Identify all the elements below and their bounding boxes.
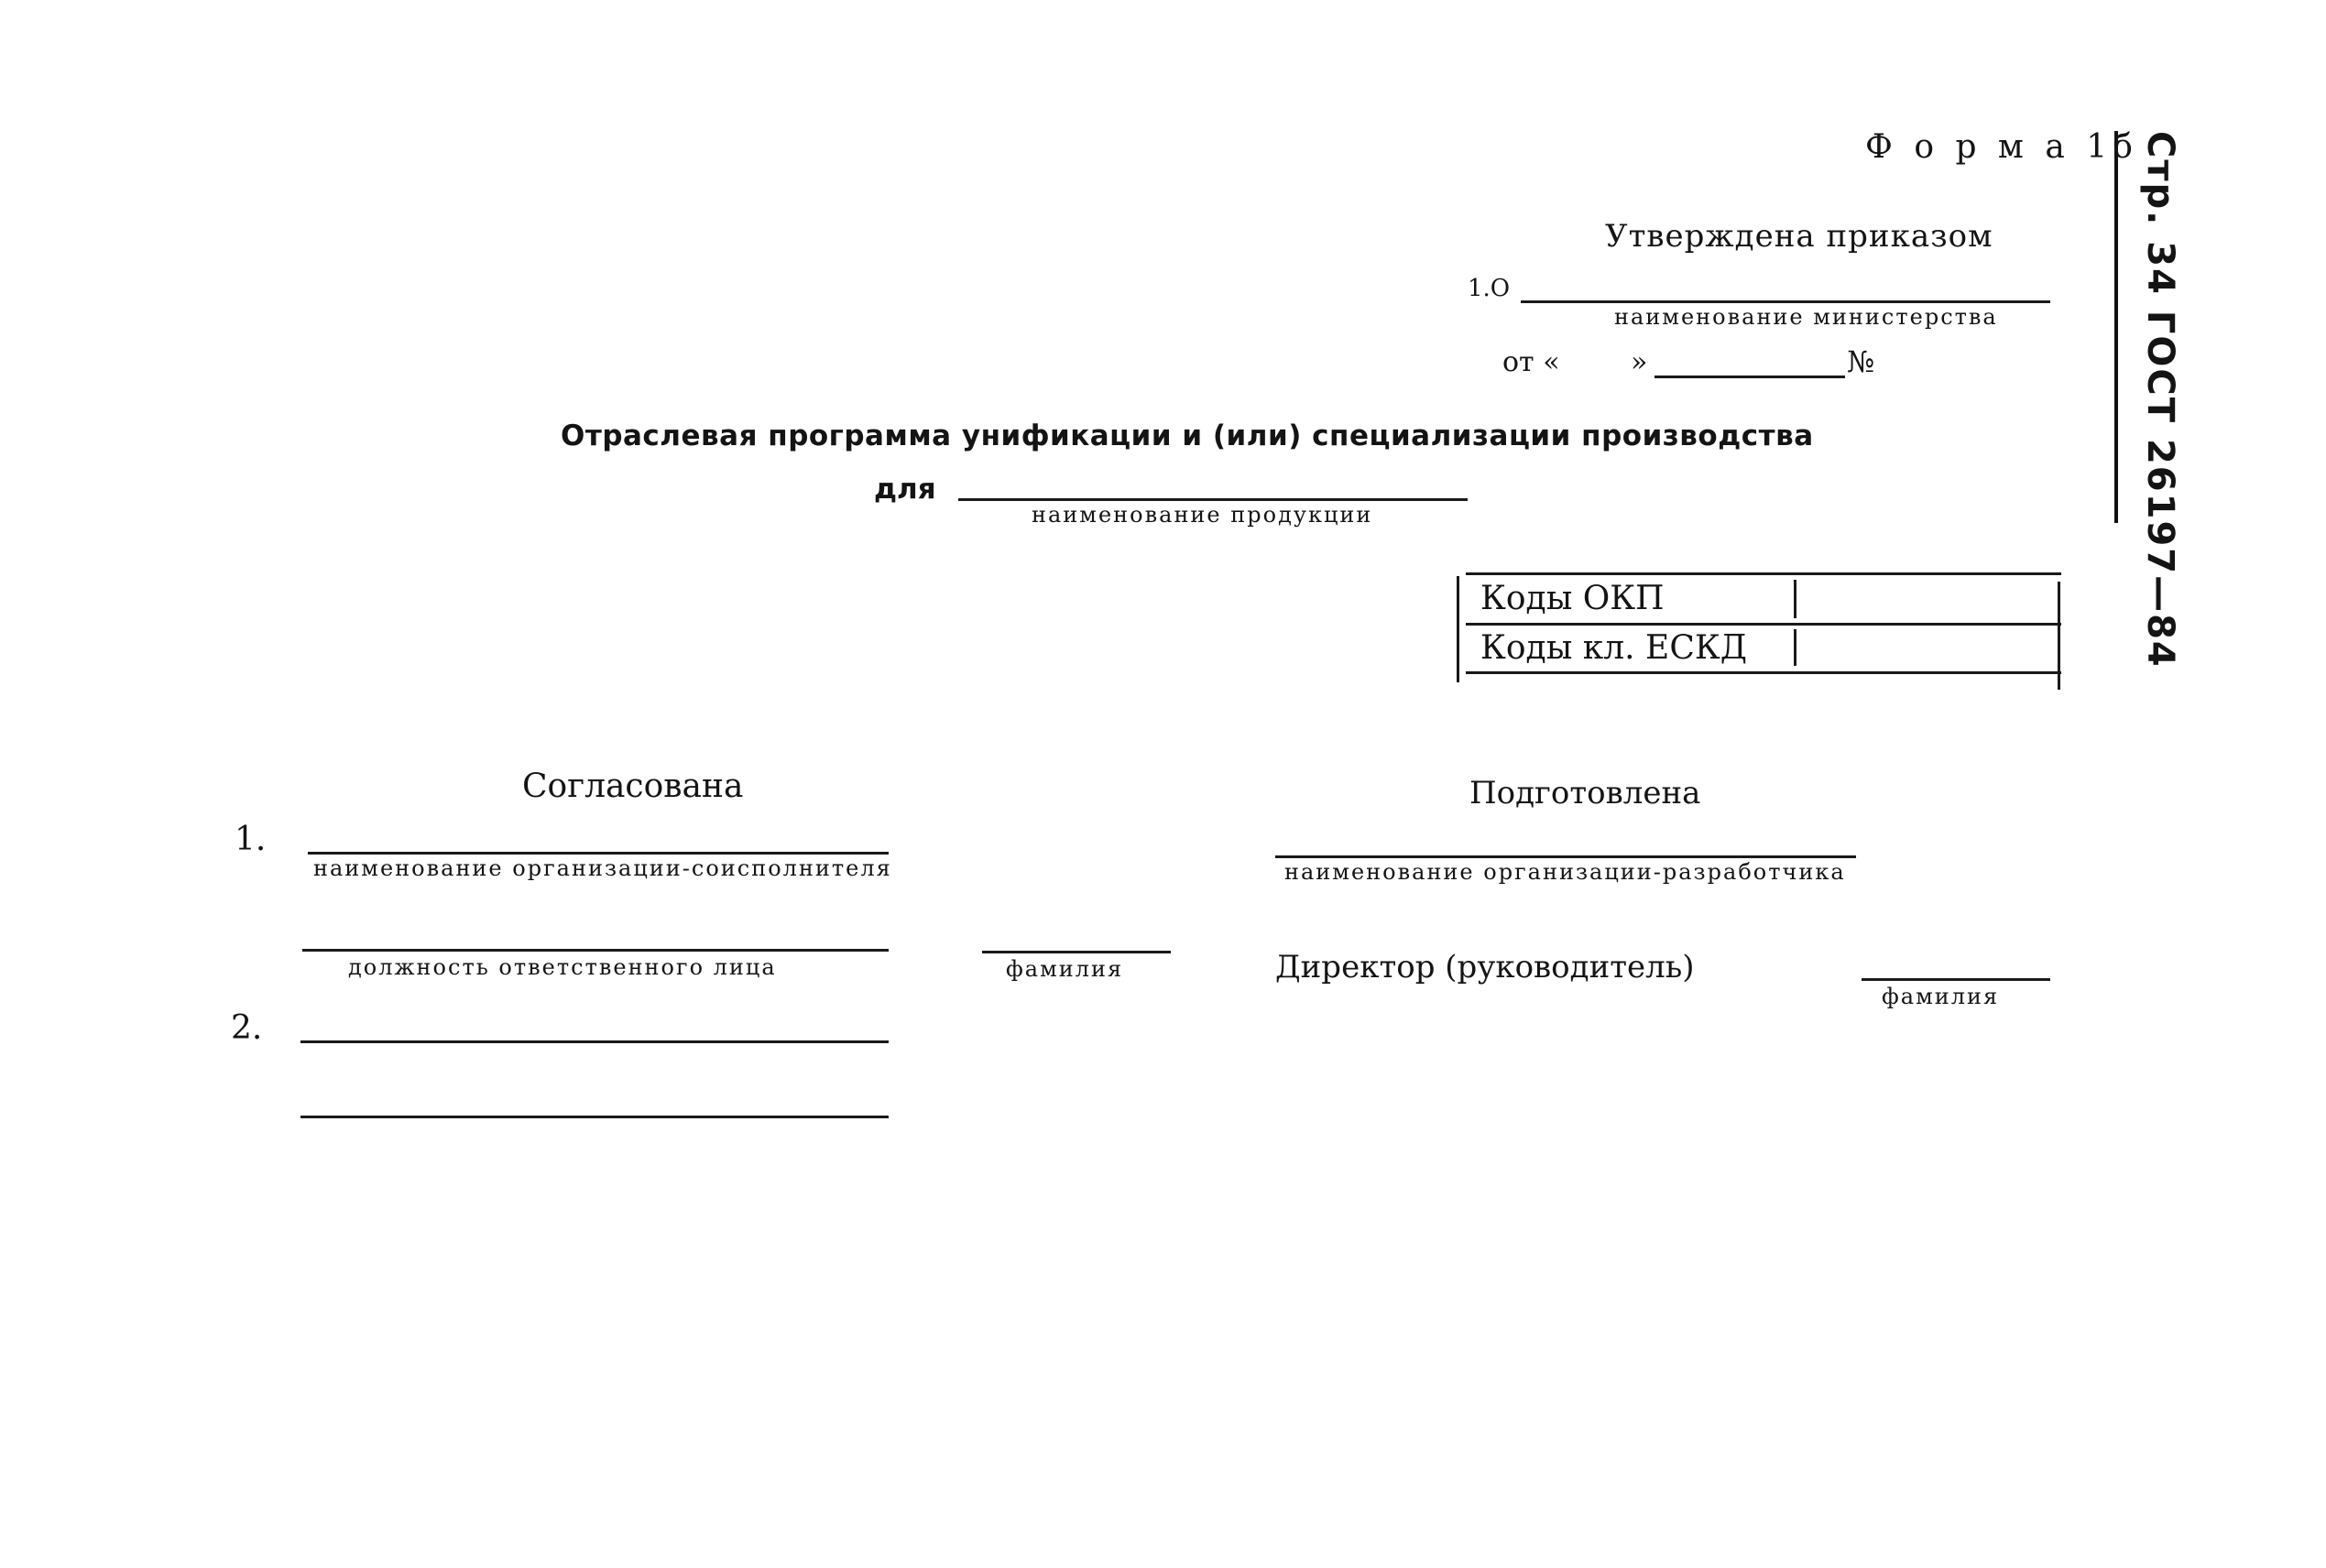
date-from-label: от « (1502, 346, 1560, 378)
agreed-item1-number: 1. (235, 821, 267, 858)
ministry-caption: наименование министерства (1614, 304, 1998, 330)
codes-table-left-border (1457, 576, 1459, 682)
agreed-item2-second-line[interactable] (300, 1116, 889, 1118)
agreed-item1-org-line[interactable] (308, 852, 889, 855)
prepared-surname-caption: фамилия (1882, 984, 2000, 1009)
agreed-item1-org-caption: наименование организации-соисполнителя (313, 855, 892, 881)
prepared-org-caption: наименование организации-разработчика (1284, 859, 1846, 885)
codes-table-row-divider (1466, 623, 2061, 626)
agreed-item1-surname-caption: фамилия (1006, 956, 1124, 982)
codes-table-right-border (2058, 582, 2060, 690)
ministry-field-line[interactable] (1521, 300, 2050, 303)
codes-table: Коды ОКП Коды кл. ЕСКД (1457, 572, 2061, 690)
codes-okp-label: Коды ОКП (1480, 580, 1665, 617)
vertical-rule (2114, 131, 2118, 523)
codes-table-divider-row1 (1794, 580, 1796, 618)
document-title: Отраслевая программа унификации и (или) … (561, 419, 1814, 452)
agreed-item1-position-line[interactable] (302, 949, 889, 952)
codes-table-divider-row2 (1794, 629, 1796, 666)
prepared-heading: Подготовлена (1469, 775, 1701, 811)
codes-eskd-value[interactable] (1801, 627, 2054, 670)
approved-label: Утверждена приказом (1605, 218, 1993, 255)
agreed-item2-number: 2. (231, 1009, 263, 1047)
page-standard-header: Стр. 34 ГОСТ 26197—84 (2139, 131, 2181, 669)
codes-table-bottom-border (1466, 671, 2061, 674)
agreed-item2-line[interactable] (300, 1040, 889, 1043)
for-label: для (874, 473, 936, 506)
product-caption: наименование продукции (1032, 502, 1373, 528)
date-close-quote: » (1631, 346, 1648, 378)
prepared-org-line[interactable] (1275, 855, 1856, 858)
director-label: Директор (руководитель) (1275, 949, 1695, 985)
codes-eskd-label: Коды кл. ЕСКД (1480, 629, 1748, 667)
form-label: Ф о р м а 1б (1865, 128, 2138, 166)
prepared-surname-line[interactable] (1862, 978, 2050, 981)
number-sign: № (1847, 344, 1875, 379)
date-field-line[interactable] (1654, 376, 1845, 378)
agreed-heading: Согласована (522, 768, 744, 805)
agreed-item1-position-caption: должность ответственного лица (348, 954, 777, 980)
codes-table-top-border (1466, 572, 2061, 575)
product-field-line[interactable] (958, 498, 1468, 501)
codes-okp-value[interactable] (1801, 578, 2054, 620)
org-prefix: 1.О (1468, 275, 1511, 302)
agreed-item1-surname-line[interactable] (982, 951, 1171, 953)
